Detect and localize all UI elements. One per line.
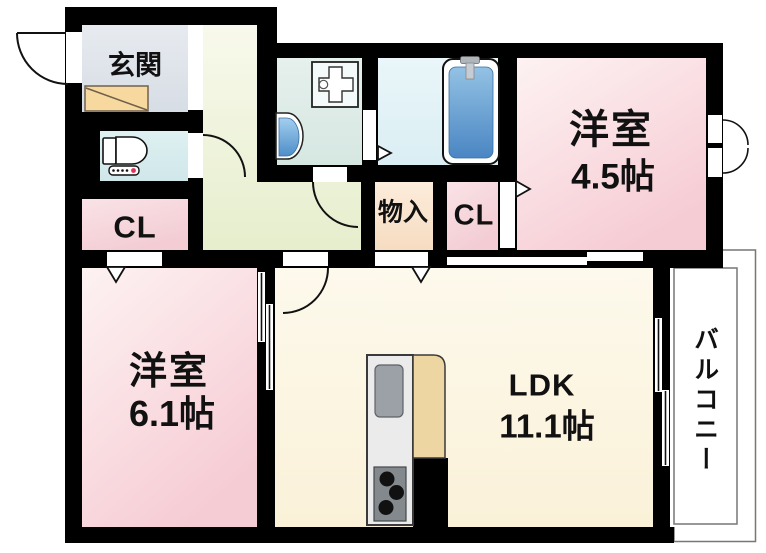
- shoe-cabinet-diagonal: [85, 87, 148, 111]
- toilet-control-dot: [121, 169, 124, 172]
- washroom-door-swing: [312, 181, 359, 228]
- toilet-control-panel: [108, 165, 140, 176]
- stove-burner: [389, 485, 404, 500]
- bathtub-water: [448, 66, 494, 159]
- wall-washroom-bottom: [277, 165, 500, 182]
- room-western-large-floor: [82, 268, 257, 527]
- room-hallway-floor: [202, 25, 361, 251]
- wall-toilet-bottom: [82, 181, 203, 199]
- shoe-cabinet-icon: [84, 85, 149, 112]
- ldk-door-opening: [283, 252, 328, 266]
- label-western-large-area: 6.1帖: [128, 393, 216, 434]
- casement-window-pane-1: [708, 115, 722, 143]
- label-genkan: 玄関: [108, 50, 162, 81]
- kitchen-sink: [374, 364, 404, 418]
- label-bedroom-closet: CL: [453, 199, 495, 232]
- balcony-floor: [673, 267, 738, 525]
- casement-window-swing-1: [722, 119, 749, 146]
- stove-burner: [379, 471, 395, 487]
- washing-machine-pan-icon: [311, 61, 359, 108]
- sliding-door-tracks: [260, 273, 667, 465]
- label-balcony: バルコニー: [690, 326, 719, 476]
- kitchen-icon: [366, 354, 446, 526]
- toilet-control-dot: [112, 169, 115, 172]
- label-ldk-name: LDK: [508, 367, 576, 403]
- bathtub-faucet-bar: [460, 56, 480, 64]
- entry-door-leaf: [66, 32, 82, 83]
- door-markers: [105, 144, 532, 284]
- washroom-door-opening: [313, 167, 347, 182]
- room-bedroom-closet-floor: [447, 182, 498, 251]
- wall-top-right: [277, 43, 723, 58]
- genkan-hall-opening: [188, 25, 203, 110]
- wall-top-left: [65, 7, 277, 25]
- toilet-door-opening: [188, 133, 203, 178]
- label-ldk-area: 11.1帖: [499, 407, 595, 445]
- casement-window-swing-2: [722, 147, 749, 174]
- sliding-door-western-small-panel-2: [587, 252, 643, 261]
- label-storage: 物入: [377, 198, 429, 227]
- entry-door-swing: [16, 32, 69, 85]
- label-western-small-area: 4.5帖: [571, 157, 655, 197]
- toilet-control-dot: [116, 169, 120, 172]
- bathroom-door-marker: [377, 144, 393, 162]
- wall-bottom-outer: [65, 527, 674, 543]
- label-western-large-name: 洋室: [128, 351, 210, 393]
- label-entry-closet: CL: [113, 209, 157, 245]
- washbasin-bowl: [278, 117, 300, 157]
- toilet-door-swing: [202, 134, 246, 178]
- sliding-door-western-small-panel-1: [447, 257, 587, 265]
- casement-window-pane-2: [708, 148, 722, 177]
- storage-door-opening: [375, 252, 428, 266]
- kitchen-wood-counter: [412, 354, 446, 459]
- toilet-icon: [102, 136, 148, 176]
- entry-closet-folding-marker: [105, 266, 127, 284]
- wall-left-outer: [65, 7, 82, 543]
- room-storage-floor: [375, 182, 433, 251]
- bathroom-door-opening: [363, 110, 376, 160]
- room-entry-closet-floor: [82, 199, 188, 251]
- bedroom-closet-door-marker: [515, 179, 532, 199]
- label-western-small-name: 洋室: [569, 108, 653, 152]
- door-swings: [16, 32, 749, 314]
- bathtub-faucet-stem: [465, 62, 475, 80]
- washer-pan-cross: [318, 66, 354, 103]
- wall-storage-left: [361, 182, 375, 251]
- wall-toilet-left: [82, 131, 100, 181]
- room-western-small-floor: [517, 58, 706, 250]
- entry-closet-door-opening: [107, 252, 162, 266]
- storage-folding-marker: [410, 266, 432, 284]
- bedroom-closet-door-opening: [500, 182, 515, 248]
- wall-kitchen-stub: [413, 458, 448, 527]
- ldk-door-swing: [282, 267, 329, 314]
- stove-burner: [378, 500, 394, 515]
- wall-genkan-bottom: [82, 112, 202, 131]
- washbasin-icon: [275, 112, 304, 160]
- room-ldk-floor: [275, 268, 653, 527]
- wall-hall-washroom: [257, 7, 277, 182]
- toilet-tank: [102, 137, 117, 165]
- toilet-control-red-dot: [131, 168, 136, 173]
- toilet-control-dot: [125, 169, 129, 172]
- washer-pan-drain: [318, 79, 329, 90]
- wall-storage-closet-divider: [433, 182, 447, 251]
- bathtub-icon: [442, 56, 500, 165]
- toilet-bowl: [115, 136, 148, 165]
